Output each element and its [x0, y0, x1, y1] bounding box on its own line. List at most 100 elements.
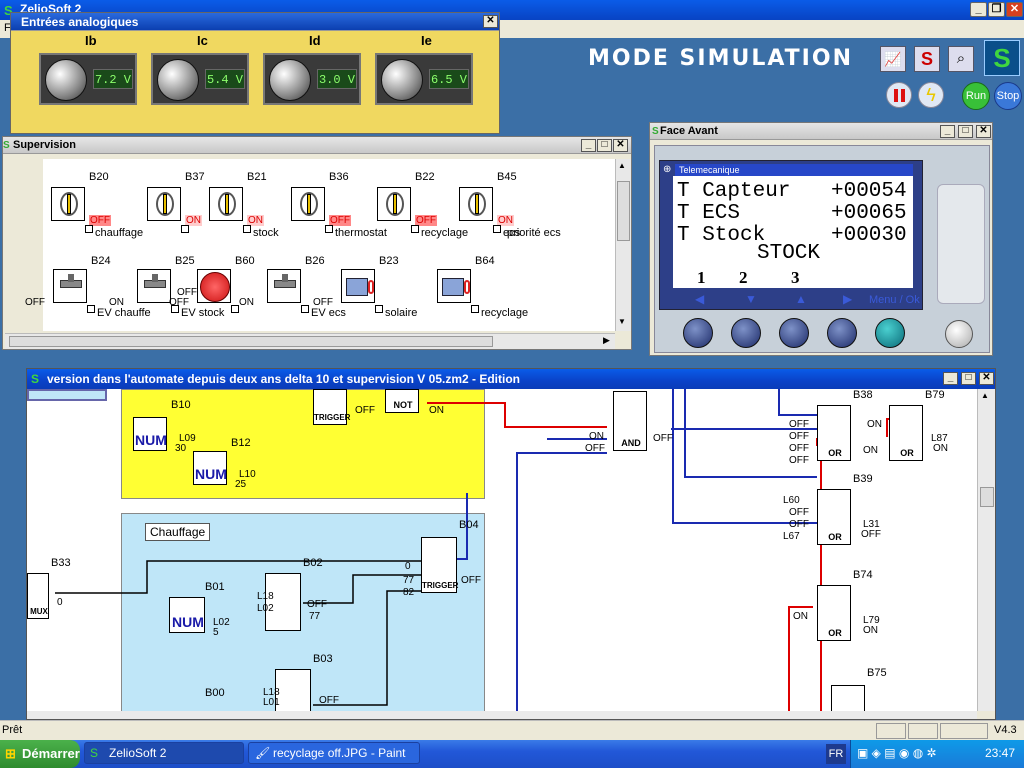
zelio-small-icon: S — [31, 372, 40, 386]
start-button[interactable]: ⊞ Démarrer — [0, 740, 80, 768]
not-block[interactable]: NOT — [385, 389, 419, 413]
wire-label: OFF — [789, 419, 809, 430]
knob-dial[interactable] — [381, 59, 423, 101]
supervision-checkbox[interactable] — [243, 225, 251, 233]
knob-dial[interactable] — [45, 59, 87, 101]
supervision-caption: EV chauffe — [97, 307, 151, 319]
supervision-checkbox[interactable] — [231, 305, 239, 313]
compare-block-b03[interactable] — [275, 669, 311, 711]
app-minimize-button[interactable]: _ — [970, 2, 987, 17]
scroll-thumb[interactable] — [617, 181, 630, 241]
edition-close-button[interactable]: ✕ — [979, 372, 994, 385]
and-block[interactable]: AND — [613, 391, 647, 451]
analog-close-button[interactable]: ✕ — [483, 15, 498, 28]
supervision-checkbox[interactable] — [87, 305, 95, 313]
num-block-b12[interactable]: NUM — [193, 451, 227, 485]
panel-button[interactable] — [875, 318, 905, 348]
down-arrow-icon[interactable]: ▼ — [745, 292, 757, 306]
pump-icon[interactable] — [437, 269, 471, 303]
edition-minimize-button[interactable]: _ — [943, 372, 958, 385]
selector-switch-icon[interactable] — [51, 187, 85, 221]
supervision-hscrollbar[interactable]: ▶ — [5, 333, 615, 349]
analog-title: Entrées analogiques — [21, 15, 139, 29]
run-button[interactable]: Run — [962, 82, 990, 110]
face-maximize-button[interactable]: □ — [958, 125, 973, 138]
or-block-b39[interactable]: OR — [817, 489, 851, 545]
panel-button[interactable] — [827, 318, 857, 348]
supervision-checkbox[interactable] — [181, 225, 189, 233]
supervision-checkbox[interactable] — [171, 305, 179, 313]
supervision-checkbox[interactable] — [493, 225, 501, 233]
zelio-logo-icon: S — [4, 3, 13, 18]
s-button[interactable]: S — [914, 46, 940, 72]
selector-switch-icon[interactable] — [377, 187, 411, 221]
or-block-b79[interactable]: OR — [889, 405, 923, 461]
panel-button[interactable] — [683, 318, 713, 348]
scroll-up-icon[interactable]: ▲ — [618, 161, 626, 170]
face-minimize-button[interactable]: _ — [940, 125, 955, 138]
panel-button[interactable] — [779, 318, 809, 348]
supervision-maximize-button[interactable]: □ — [597, 139, 612, 152]
knob-dial[interactable] — [269, 59, 311, 101]
scroll-thumb[interactable] — [980, 487, 994, 507]
or-block-b74[interactable]: OR — [817, 585, 851, 641]
supervision-minimize-button[interactable]: _ — [581, 139, 596, 152]
valve-icon[interactable] — [267, 269, 301, 303]
selector-switch-icon[interactable] — [291, 187, 325, 221]
supervision-checkbox[interactable] — [85, 225, 93, 233]
edition-vscrollbar[interactable]: ▲ — [977, 389, 995, 711]
trigger-block-b04[interactable]: TRIGGER — [421, 537, 458, 593]
hscroll-thumb[interactable] — [9, 336, 493, 347]
task-paint[interactable]: 🖌 recyclage off.JPG - Paint — [248, 742, 420, 764]
num-block-b01[interactable]: NUM — [169, 597, 205, 633]
task-zeliosoft[interactable]: S ZelioSoft 2 — [84, 742, 244, 764]
mux-block[interactable]: MUX — [27, 573, 49, 619]
supervision-checkbox[interactable] — [411, 225, 419, 233]
num-block-b10[interactable]: NUM — [133, 417, 167, 451]
stop-button[interactable]: Stop — [994, 82, 1022, 110]
edition-maximize-button[interactable]: □ — [961, 372, 976, 385]
valve-icon[interactable] — [53, 269, 87, 303]
pump-icon[interactable] — [341, 269, 375, 303]
scroll-down-icon[interactable]: ▼ — [618, 317, 626, 326]
lcd-nav-row: ◀ ▼ ▲ ▶ Menu / Ok — [675, 292, 921, 308]
app-close-button[interactable]: ✕ — [1006, 2, 1023, 17]
app-maximize-button[interactable]: ❐ — [988, 2, 1005, 17]
edition-title: version dans l'automate depuis deux ans … — [47, 372, 520, 386]
selector-switch-icon[interactable] — [459, 187, 493, 221]
supervision-checkbox[interactable] — [325, 225, 333, 233]
up-arrow-icon[interactable]: ▲ — [795, 292, 807, 306]
menu-item-file[interactable]: F — [4, 22, 11, 34]
scroll-up-icon[interactable]: ▲ — [981, 391, 989, 400]
selector-switch-icon[interactable] — [147, 187, 181, 221]
scroll-right-icon[interactable]: ▶ — [603, 335, 610, 345]
panel-button[interactable] — [731, 318, 761, 348]
pause-button[interactable] — [886, 82, 912, 108]
left-arrow-icon[interactable]: ◀ — [695, 292, 705, 306]
chart-icon[interactable]: 📈 — [880, 46, 906, 72]
supervision-checkbox[interactable] — [375, 305, 383, 313]
lcd-digit: 3 — [791, 268, 800, 287]
or-block-b38[interactable]: OR — [817, 405, 851, 461]
or-block-b75[interactable] — [831, 685, 865, 711]
right-arrow-icon[interactable]: ▶ — [843, 292, 853, 306]
supervision-close-button[interactable]: ✕ — [613, 139, 628, 152]
trigger-block[interactable]: TRIGGER — [313, 389, 350, 425]
face-close-button[interactable]: ✕ — [976, 125, 991, 138]
knob-dial[interactable] — [157, 59, 199, 101]
language-indicator[interactable]: FR — [826, 744, 846, 764]
supervision-checkbox[interactable] — [301, 305, 309, 313]
lamp-icon[interactable] — [197, 269, 231, 303]
search-icon[interactable]: ⌕ — [948, 46, 974, 72]
supervision-checkbox[interactable] — [471, 305, 479, 313]
valve-icon[interactable] — [137, 269, 171, 303]
lcd-line-value: +00065 — [831, 202, 907, 225]
compare-block-b02[interactable] — [265, 573, 301, 631]
supervision-vscrollbar[interactable]: ▲ ▼ — [615, 159, 631, 331]
selector-switch-icon[interactable] — [209, 187, 243, 221]
panel-white-button[interactable] — [945, 320, 973, 348]
tray-icons[interactable]: ▣ ◈ ▤ ◉ ◍ ✲ — [857, 746, 937, 760]
power-fault-icon[interactable]: ϟ — [918, 82, 944, 108]
edition-hscrollbar[interactable] — [27, 711, 977, 719]
